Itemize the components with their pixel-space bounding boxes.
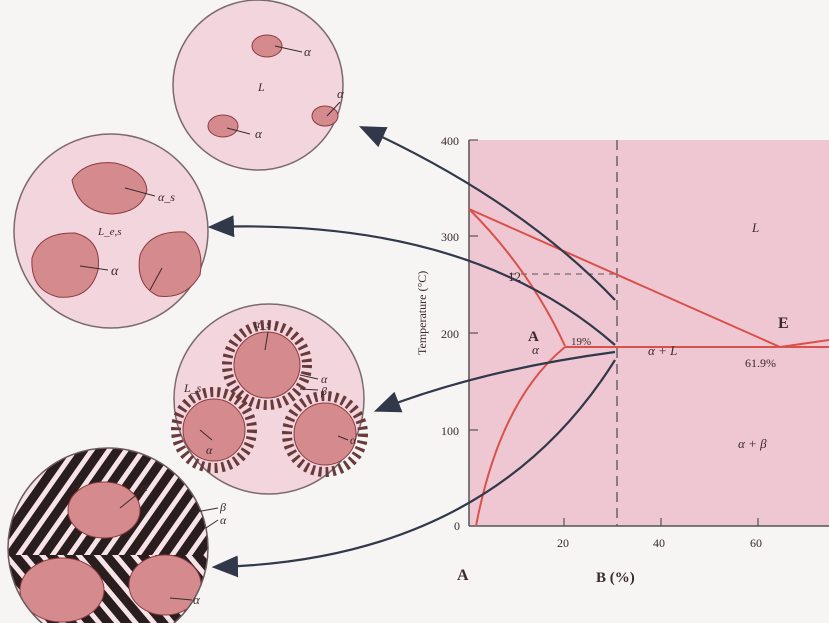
grain bbox=[20, 558, 104, 622]
m4-label-alpha-1: α bbox=[141, 479, 149, 494]
m4-label-alpha-3: α bbox=[193, 592, 201, 607]
grain bbox=[68, 482, 140, 538]
grain bbox=[208, 115, 238, 137]
micrograph-3: α_s α β L_s α α bbox=[174, 304, 364, 494]
m1-label-alpha-1: α bbox=[304, 44, 312, 59]
y-tick-400: 400 bbox=[441, 134, 459, 148]
m1-label-alpha-3: α bbox=[255, 126, 263, 141]
x-tick-labels: 20 40 60 bbox=[557, 536, 762, 550]
m4-label-alpha-2: α bbox=[220, 513, 227, 527]
micrograph-4: α β α α bbox=[0, 445, 227, 623]
label-19pct: 19% bbox=[571, 336, 591, 348]
grain bbox=[183, 399, 245, 461]
m3-label-alpha-2: α bbox=[350, 433, 357, 447]
grain bbox=[252, 35, 282, 57]
x-tick-40: 40 bbox=[653, 536, 665, 550]
y-tick-0: 0 bbox=[454, 519, 460, 533]
alpha-label: α bbox=[532, 342, 540, 357]
x-left-label: A bbox=[457, 567, 469, 584]
m2-label-liquid: L_e,s bbox=[97, 226, 122, 238]
m3-label-alpha-1: α bbox=[206, 443, 213, 457]
point-e-label: E bbox=[778, 315, 789, 332]
grain bbox=[32, 233, 99, 297]
m1-label-alpha-2: α bbox=[337, 86, 345, 101]
y-tick-labels: 400 300 200 100 0 bbox=[441, 134, 460, 533]
diagram-background bbox=[469, 140, 829, 526]
region-liquid: L bbox=[751, 220, 759, 235]
m3-label-liquid: L_s bbox=[183, 381, 202, 395]
region-alpha-liquid: α + L bbox=[648, 343, 677, 358]
m3-label-beta: β bbox=[320, 384, 327, 398]
y-tick-200: 200 bbox=[441, 327, 459, 341]
region-alpha-beta: α + β bbox=[738, 436, 767, 451]
grain bbox=[234, 332, 300, 398]
micrograph-1: α L α α bbox=[173, 0, 345, 170]
m1-label-liquid: L bbox=[257, 80, 265, 94]
y-tick-300: 300 bbox=[441, 230, 459, 244]
grain bbox=[294, 403, 356, 465]
x-tick-20: 20 bbox=[557, 536, 569, 550]
y-axis-title: Temperature (°C) bbox=[415, 271, 429, 355]
x-axis-title: B (%) bbox=[596, 570, 635, 586]
m3-label-alpha-s: α_s bbox=[254, 317, 271, 331]
m2-label-alpha-s: α_s bbox=[158, 190, 175, 204]
x-tick-60: 60 bbox=[750, 536, 762, 550]
eutectic-pct-label: 61.9% bbox=[745, 356, 776, 370]
m4-label-beta: β bbox=[219, 500, 226, 514]
phase-diagram: 400 300 200 100 0 20 40 60 Temperature (… bbox=[415, 134, 829, 586]
y-tick-100: 100 bbox=[441, 424, 459, 438]
micrograph-2: α_s L_e,s α bbox=[14, 134, 208, 328]
m2-label-alpha: α bbox=[111, 264, 119, 279]
